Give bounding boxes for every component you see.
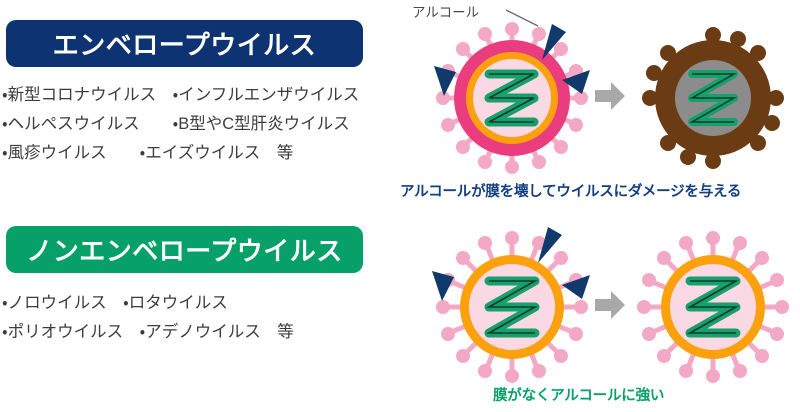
species-line: ・風疹ウイルス ・エイズウイルス 等 bbox=[2, 144, 294, 162]
nonenveloped-left-column: ノンエンベロープウイルス ・ノロウイルス ・ロタウイルス ・ポリオウイルス ・ア… bbox=[0, 226, 390, 347]
virus-nonenveloped-after bbox=[633, 227, 793, 387]
section-nonenveloped-virus: ノンエンベロープウイルス ・ノロウイルス ・ロタウイルス ・ポリオウイルス ・ア… bbox=[0, 212, 800, 412]
right-arrow-icon bbox=[593, 79, 627, 113]
nonenveloped-figure-area: 膜がなくアルコールに強い bbox=[390, 212, 800, 412]
species-list-enveloped: ・新型コロナウイルス ・インフルエンザウイルス ・ヘルペスウイルス ・B型やC型… bbox=[0, 81, 390, 168]
caption-enveloped: アルコールが膜を壊してウイルスにダメージを与える bbox=[400, 184, 742, 200]
species-line: ・新型コロナウイルス ・インフルエンザウイルス bbox=[2, 86, 360, 104]
right-arrow-icon bbox=[593, 288, 627, 322]
enveloped-figure-area: アルコール bbox=[390, 0, 800, 212]
title-pill-enveloped: エンベロープウイルス bbox=[6, 20, 363, 67]
species-line: ・ヘルペスウイルス ・B型やC型肝炎ウイルス bbox=[2, 115, 350, 133]
species-line: ・ポリオウイルス ・アデノウイルス 等 bbox=[2, 323, 294, 341]
virus-enveloped-intact bbox=[432, 18, 592, 178]
alcohol-label: アルコール bbox=[412, 5, 480, 20]
alcohol-wedge-icon bbox=[432, 227, 590, 301]
species-list-nonenveloped: ・ノロウイルス ・ロタウイルス ・ポリオウイルス ・アデノウイルス 等 bbox=[0, 289, 390, 347]
title-pill-nonenveloped: ノンエンベロープウイルス bbox=[6, 226, 363, 273]
caption-nonenveloped: 膜がなくアルコールに強い bbox=[493, 388, 665, 404]
species-line: ・ノロウイルス ・ロタウイルス bbox=[2, 294, 228, 312]
virus-damaged bbox=[633, 18, 793, 178]
enveloped-left-column: エンベロープウイルス ・新型コロナウイルス ・インフルエンザウイルス ・ヘルペス… bbox=[0, 20, 390, 168]
alcohol-wedge-icon bbox=[434, 24, 590, 96]
virus-nonenveloped-before bbox=[432, 227, 592, 387]
section-enveloped-virus: エンベロープウイルス ・新型コロナウイルス ・インフルエンザウイルス ・ヘルペス… bbox=[0, 0, 800, 212]
alcohol-leader-line bbox=[505, 8, 542, 30]
